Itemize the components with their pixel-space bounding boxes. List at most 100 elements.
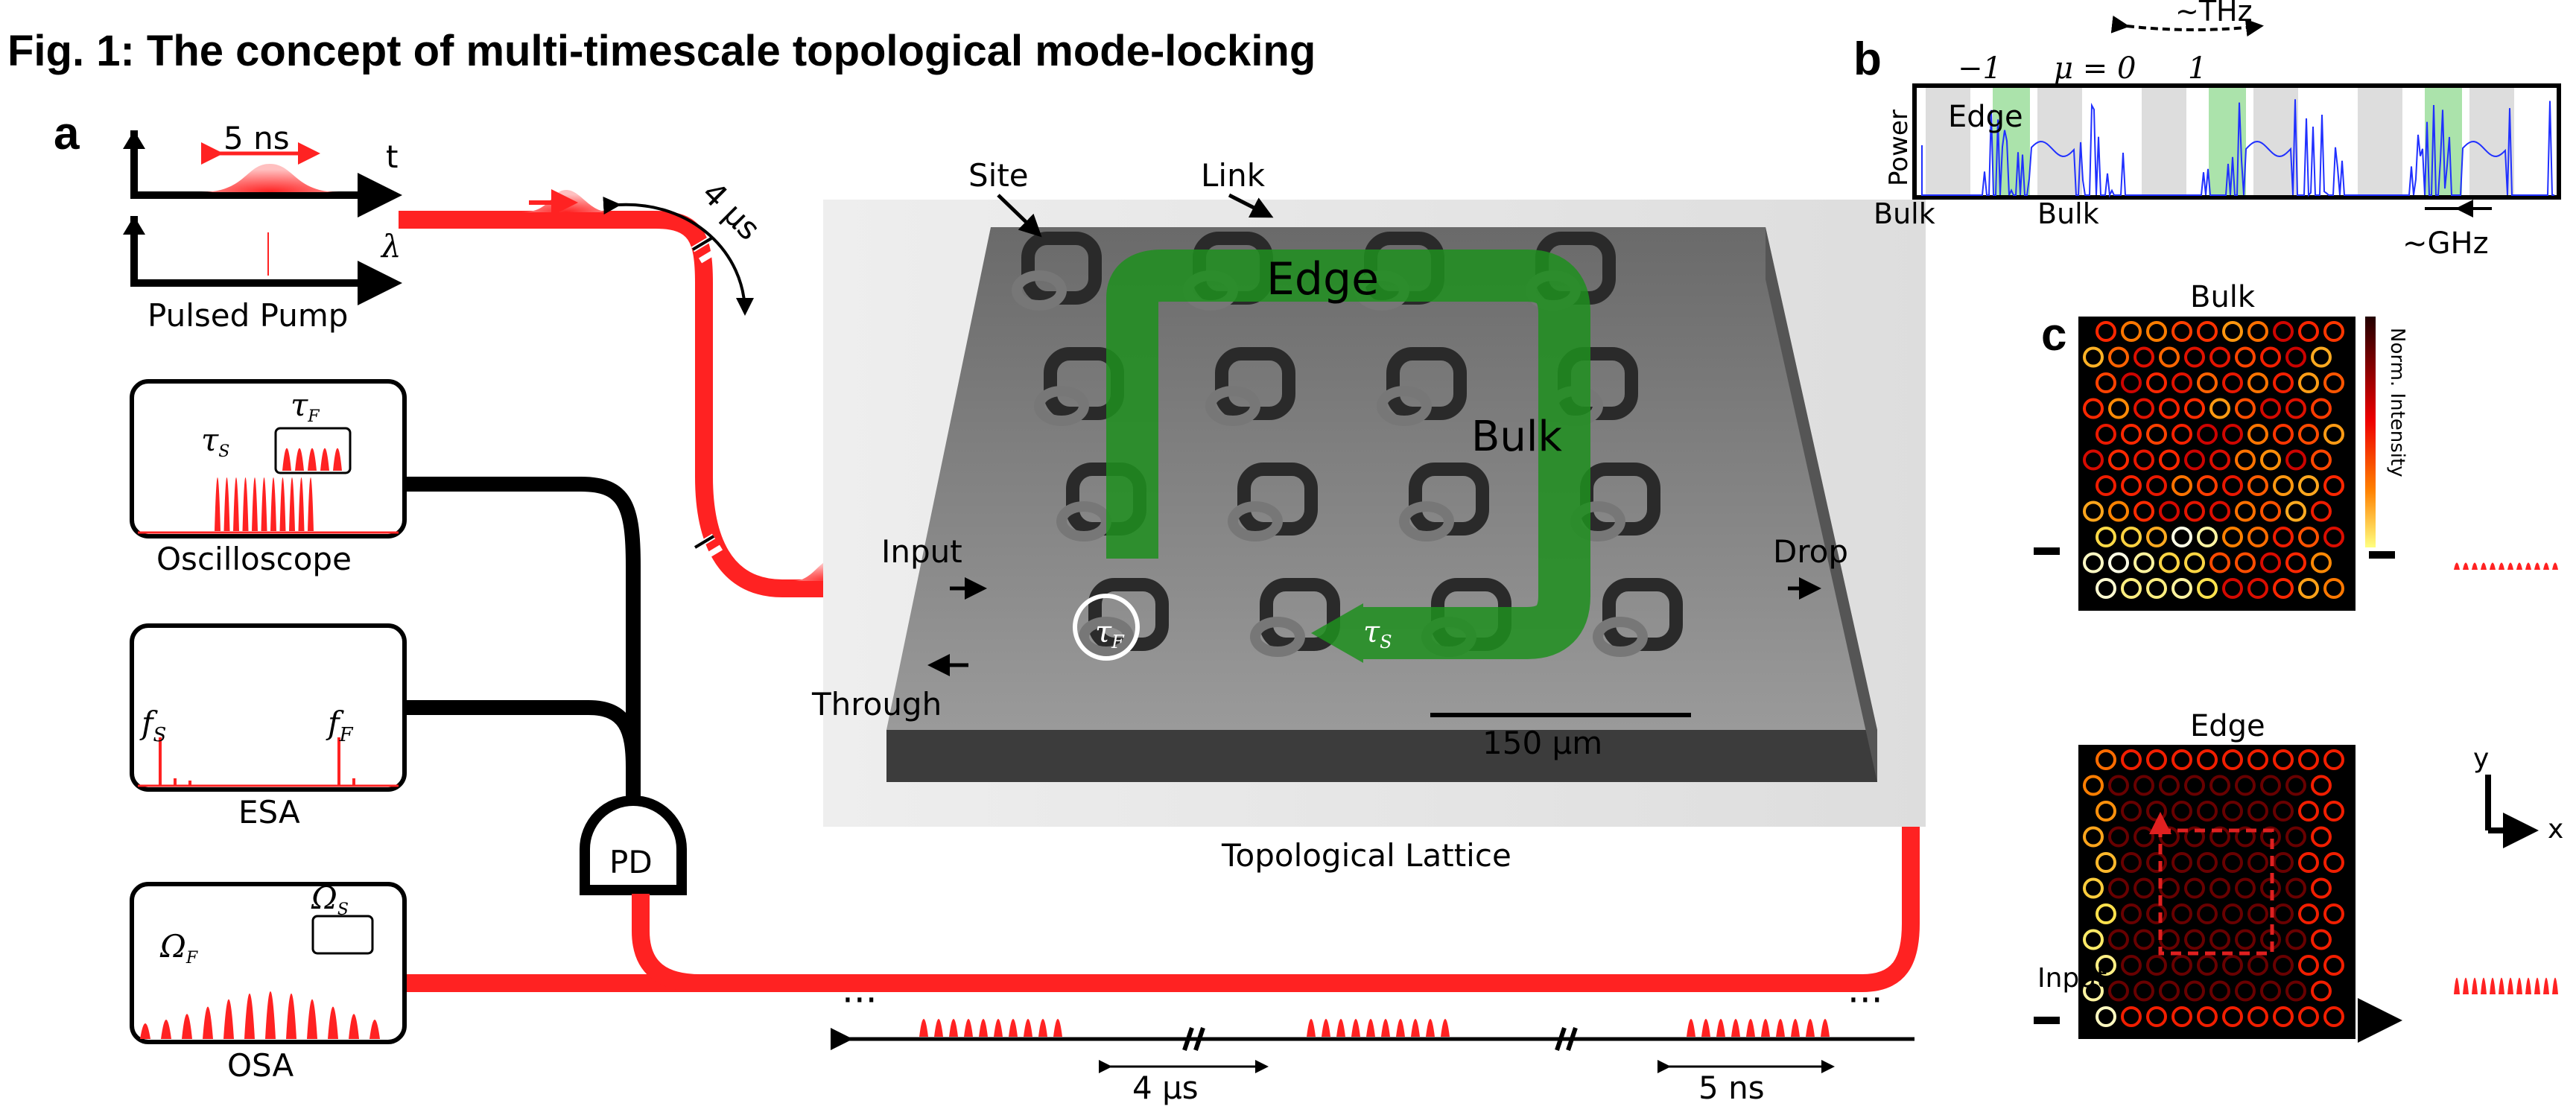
bulk-band	[1926, 88, 1970, 196]
train-pulse	[1366, 1019, 1375, 1037]
bulk-site	[2260, 501, 2281, 522]
edge-site	[2134, 775, 2154, 796]
oscilloscope: τF τS Oscilloscope	[130, 379, 407, 577]
edge-site	[2121, 1006, 2142, 1027]
train-pulse	[1806, 1019, 1815, 1037]
bulk-site	[2171, 527, 2192, 547]
mode-minus-1: −1	[1958, 51, 2002, 86]
bulk-site	[2108, 449, 2129, 471]
train-pulse	[934, 1019, 943, 1037]
esa-label: ESA	[238, 794, 300, 830]
oscilloscope-pulse	[242, 477, 249, 531]
edge-site	[2260, 980, 2281, 1002]
output-pulse-train: ··· ··· 4 μs 5 ns	[831, 979, 1914, 1106]
osa-peak	[349, 1014, 359, 1039]
edge-site	[2323, 955, 2344, 976]
bulk-site	[2247, 424, 2268, 445]
bulk-site	[2171, 475, 2192, 496]
bulk-site	[2273, 527, 2294, 547]
bulk-site	[2159, 552, 2180, 574]
osa-peak	[161, 1019, 171, 1039]
edge-site	[2108, 980, 2129, 1002]
train-pulse	[979, 1019, 988, 1037]
edge-site	[2121, 852, 2142, 873]
train-dots-right: ···	[1847, 979, 1883, 1022]
edge-site	[2134, 929, 2154, 950]
edge-site	[2197, 801, 2218, 822]
train-pulse	[1351, 1019, 1360, 1037]
bulk-site	[2121, 527, 2142, 547]
bulk-site	[2273, 321, 2294, 342]
bulk-site	[2298, 527, 2319, 547]
side-pulse	[2499, 977, 2504, 994]
bulk-site	[2311, 346, 2332, 368]
osa-peak	[265, 991, 276, 1039]
osa-peak	[223, 999, 234, 1039]
edge-label: Edge	[1266, 253, 1379, 305]
photodetector: PD	[580, 795, 687, 895]
bulk-site	[2197, 424, 2218, 445]
bulk-site	[2197, 527, 2218, 547]
side-pulse	[2534, 977, 2540, 994]
link-ring	[1079, 617, 1134, 657]
edge-site	[2146, 955, 2167, 976]
ghz-label: ~GHz	[2402, 226, 2489, 261]
bulk-site	[2222, 321, 2243, 342]
side-pulse	[2543, 562, 2549, 570]
svg-text:τF: τF	[291, 387, 320, 426]
bulk-site	[2108, 346, 2129, 368]
edge-site	[2247, 903, 2268, 924]
bulk-site	[2298, 321, 2319, 342]
edge-map-title: Edge	[2190, 709, 2265, 743]
train-pulse	[1426, 1019, 1435, 1037]
link-ring	[1250, 617, 1305, 657]
bulk-site	[2209, 501, 2230, 522]
bulk-site	[2273, 475, 2294, 496]
through-label: Through	[811, 686, 942, 722]
bulk-site	[2134, 346, 2154, 368]
edge-site	[2121, 749, 2142, 770]
bulk-site	[2247, 475, 2268, 496]
bulk-site	[2260, 346, 2281, 368]
bulk-site	[2311, 449, 2332, 471]
train-pulse	[1746, 1019, 1755, 1037]
train-pulse	[1053, 1019, 1062, 1037]
bulk-site	[2121, 321, 2142, 342]
oscilloscope-pulse	[279, 477, 286, 531]
edge-site	[2184, 775, 2205, 796]
side-pulse	[2507, 562, 2513, 570]
side-pulse	[2499, 562, 2504, 570]
bulk-site	[2222, 527, 2243, 547]
drop-label: Drop	[1773, 533, 1848, 570]
bulk-site	[2197, 321, 2218, 342]
edge-site	[2184, 929, 2205, 950]
bulk-site	[2146, 578, 2167, 599]
bulk-site	[2096, 321, 2116, 342]
side-pulse	[2472, 562, 2478, 570]
edge-site	[2222, 852, 2243, 873]
bulk-site	[2171, 578, 2192, 599]
bulk-site	[2285, 346, 2306, 368]
bulk-site	[2285, 449, 2306, 471]
side-pulse	[2463, 977, 2469, 994]
colorbar-label: Norm. Intensity	[2386, 328, 2408, 477]
panel-c-maps: Bulk Norm. Intensity Edge Input y x	[2034, 280, 2563, 1039]
oscilloscope-pulse	[289, 477, 295, 531]
bulk-site	[2184, 552, 2205, 574]
axis-lambda: λ	[380, 228, 402, 264]
edge-site	[2108, 929, 2129, 950]
train-pulse	[1701, 1019, 1710, 1037]
link-ring	[1377, 386, 1432, 426]
train-width-label: 5 ns	[1698, 1070, 1765, 1106]
edge-site	[2311, 980, 2332, 1002]
bulk-site	[2273, 578, 2294, 599]
train-pulse	[1024, 1019, 1032, 1037]
osa-label: OSA	[227, 1047, 294, 1084]
bulk-site	[2285, 398, 2306, 419]
oscilloscope-pulse	[298, 477, 305, 531]
edge-site	[2184, 877, 2205, 899]
edge-site	[2197, 1006, 2218, 1027]
input-label: Input	[881, 533, 962, 570]
bulk-site	[2235, 449, 2256, 471]
